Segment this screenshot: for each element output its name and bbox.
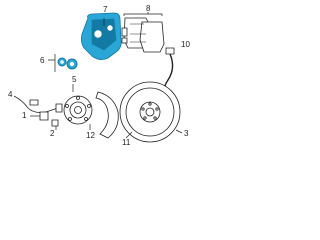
splash-shield	[95, 91, 119, 139]
brake-pads	[123, 17, 165, 53]
brake-rotor	[119, 81, 181, 143]
hub-bearing	[63, 95, 93, 125]
leader-11	[125, 131, 133, 139]
callout-8: 8	[146, 4, 151, 13]
pad-clips	[121, 27, 128, 44]
callout-6: 6	[40, 56, 45, 65]
callout-1: 1	[22, 111, 27, 120]
hub-bolt	[51, 119, 59, 127]
callout-5: 5	[72, 75, 77, 84]
leader-6	[48, 54, 56, 72]
callout-11: 11	[122, 138, 131, 147]
callout-2: 2	[50, 129, 55, 138]
callout-10: 10	[181, 40, 190, 49]
leader-3	[175, 129, 183, 134]
brake-caliper	[80, 12, 122, 60]
caliper-pistons	[57, 57, 78, 70]
brake-assembly-diagram: 7 8 9 6 10 5 4	[8, 4, 190, 147]
sensor-bolt	[39, 111, 49, 121]
callout-4: 4	[8, 90, 13, 99]
parts-diagram: 7 8 9 6 10 5 4	[0, 0, 200, 147]
callout-7: 7	[103, 5, 108, 14]
callout-3: 3	[184, 129, 189, 138]
leader-8	[123, 13, 163, 16]
callout-12: 12	[86, 131, 95, 140]
